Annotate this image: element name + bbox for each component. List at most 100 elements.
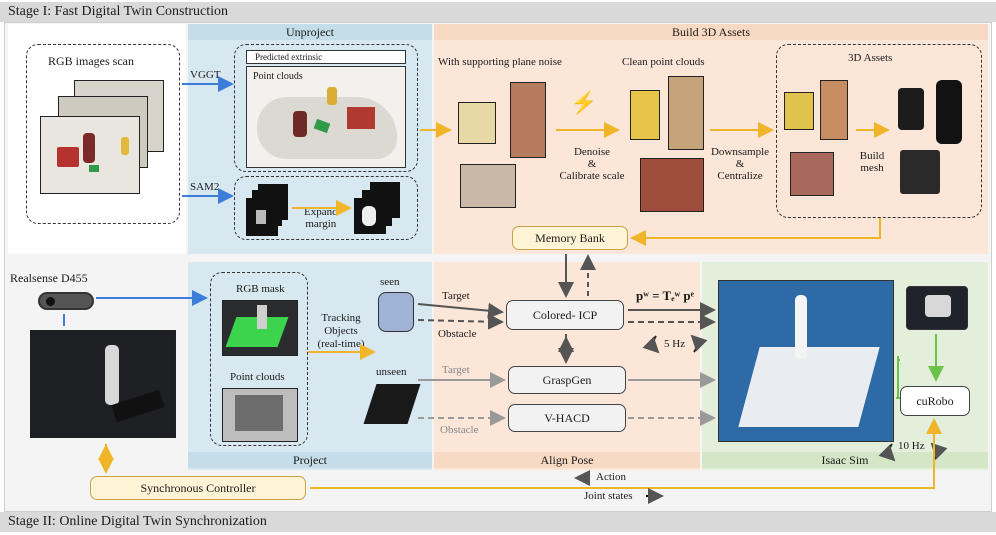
build-mesh-line1: Build <box>859 150 885 162</box>
scan-image-1 <box>40 116 140 194</box>
stage1-title-bar: Stage I: Fast Digital Twin Construction <box>0 2 996 22</box>
denoise-line3: Calibrate scale <box>559 170 625 182</box>
action-label: Action <box>596 471 626 483</box>
robot-arm-icon <box>105 345 119 405</box>
downsample-line3: Centralize <box>717 170 763 182</box>
box-object-icon <box>57 147 79 167</box>
loop-5hz-icon-a <box>642 335 660 354</box>
clean-mustard-image <box>630 90 660 140</box>
colored-icp-label: Colored- ICP <box>532 308 598 322</box>
downsample-line1: Downsample <box>710 146 770 158</box>
curobo-label: cuRobo <box>916 394 954 408</box>
build-mesh-line2: mesh <box>860 162 884 174</box>
joint-states-label: Joint states <box>584 490 633 502</box>
assets-to-memory-arrow <box>630 218 881 246</box>
denoise-line2: & <box>587 158 597 170</box>
loop-5hz-icon-b <box>690 334 708 353</box>
seen-pc-icon <box>378 292 414 332</box>
pc-mustard-icon <box>327 87 337 105</box>
tracking-label: Tracking Objects (real-time) <box>312 312 370 351</box>
project-pc-image <box>222 388 298 442</box>
curobo-node: cuRobo <box>900 386 970 416</box>
expand-margin-line2: margin <box>305 218 337 230</box>
tracking-line2: Objects <box>324 325 358 337</box>
mask-expanded-icon <box>362 206 376 226</box>
rgb-mask-image <box>222 300 298 356</box>
project-group <box>210 272 308 446</box>
tracking-line3: (real-time) <box>317 338 365 350</box>
point-cloud-group <box>234 44 418 172</box>
can-object-icon <box>83 133 95 163</box>
vhacd-label: V-HACD <box>544 411 590 425</box>
assets-3d-group <box>776 44 982 218</box>
sync-controller-label: Synchronous Controller <box>140 481 256 495</box>
mesh-mustard-icon <box>898 88 924 130</box>
clean-can-image <box>668 76 704 150</box>
point-clouds-label: Point clouds <box>253 71 303 82</box>
loop-10hz-icon-a <box>878 443 896 462</box>
clean-box-image <box>640 158 704 212</box>
rgb-mask-label: RGB mask <box>236 283 285 295</box>
build-mesh-label: Build mesh <box>852 150 892 174</box>
stage2-title-bar: Stage II: Online Digital Twin Synchroniz… <box>0 512 996 532</box>
stage1-title: Stage I: Fast Digital Twin Construction <box>8 4 229 19</box>
target-label: Target <box>442 290 470 302</box>
pc-can-icon <box>293 111 307 137</box>
sam2-label: SAM2 <box>190 181 220 193</box>
curobo-robot-icon <box>925 295 951 317</box>
freq-5hz-label: 5 Hz <box>664 338 686 350</box>
project-pc-shape-icon <box>235 395 283 431</box>
mask-b1 <box>246 198 278 236</box>
mustard-object-icon <box>121 137 129 155</box>
sync-controller-node: Synchronous Controller <box>90 476 306 500</box>
memory-bank-label: Memory Bank <box>535 231 605 245</box>
assets-3d-label: 3D Assets <box>848 52 893 64</box>
denoise-line1: Denoise <box>573 146 611 158</box>
graspgen-node: GraspGen <box>508 366 626 394</box>
graspgen-label: GraspGen <box>542 373 592 387</box>
asset-box-image <box>790 152 834 196</box>
downsample-label: Downsample & Centralize <box>704 146 776 182</box>
mesh-box-icon <box>900 150 940 194</box>
seen-obstacle-arrow <box>417 313 504 330</box>
predicted-extrinsic-label: Predicted extrinsic <box>255 52 323 62</box>
obstacle-label: Obstacle <box>438 328 477 340</box>
vggt-label: VGGT <box>190 69 221 81</box>
denoise-label: Denoise & Calibrate scale <box>550 146 634 182</box>
rgb-scan-label: RGB images scan <box>48 54 134 68</box>
mask-e1 <box>354 198 386 234</box>
noisy-can-image <box>510 82 546 158</box>
isaac-sim-view <box>718 280 894 442</box>
pc-box-icon <box>347 107 375 129</box>
downsample-line2: & <box>735 158 745 170</box>
seen-target-arrow <box>417 302 504 319</box>
sim-robot-arm-icon <box>795 295 807 359</box>
lightning-icon: ⚡ <box>570 90 598 115</box>
mask-blob-icon <box>256 210 266 224</box>
project-title: Project <box>188 452 432 468</box>
tracking-line1: Tracking <box>321 312 361 324</box>
noisy-box-image <box>460 164 516 208</box>
seen-label: seen <box>380 276 400 288</box>
pose-equation: pʷ = Tₑʷ pᵉ <box>636 288 695 303</box>
vhacd-node: V-HACD <box>508 404 626 432</box>
asset-can-image <box>820 80 848 140</box>
obstacle-label-2: Obstacle <box>440 424 479 436</box>
isaac-sim-title: Isaac Sim <box>702 452 988 468</box>
mask-group <box>234 176 418 240</box>
predicted-extrinsic-box: Predicted extrinsic <box>246 50 406 64</box>
camera-icon <box>38 292 94 310</box>
curobo-logo <box>906 286 968 330</box>
real-robot-photo <box>30 330 176 438</box>
sync-to-curobo-arrow <box>310 418 942 489</box>
clean-pc-label: Clean point clouds <box>622 56 705 68</box>
noisy-mustard-image <box>458 102 496 144</box>
colored-icp-node: Colored- ICP <box>506 300 624 330</box>
target-label-2: Target <box>442 364 470 376</box>
asset-mustard-image <box>784 92 814 130</box>
memory-bank-node: Memory Bank <box>512 226 628 250</box>
plane-noise-label: With supporting plane noise <box>438 56 562 68</box>
camera-lens-icon <box>46 297 55 306</box>
project-point-clouds-label: Point clouds <box>230 371 285 383</box>
